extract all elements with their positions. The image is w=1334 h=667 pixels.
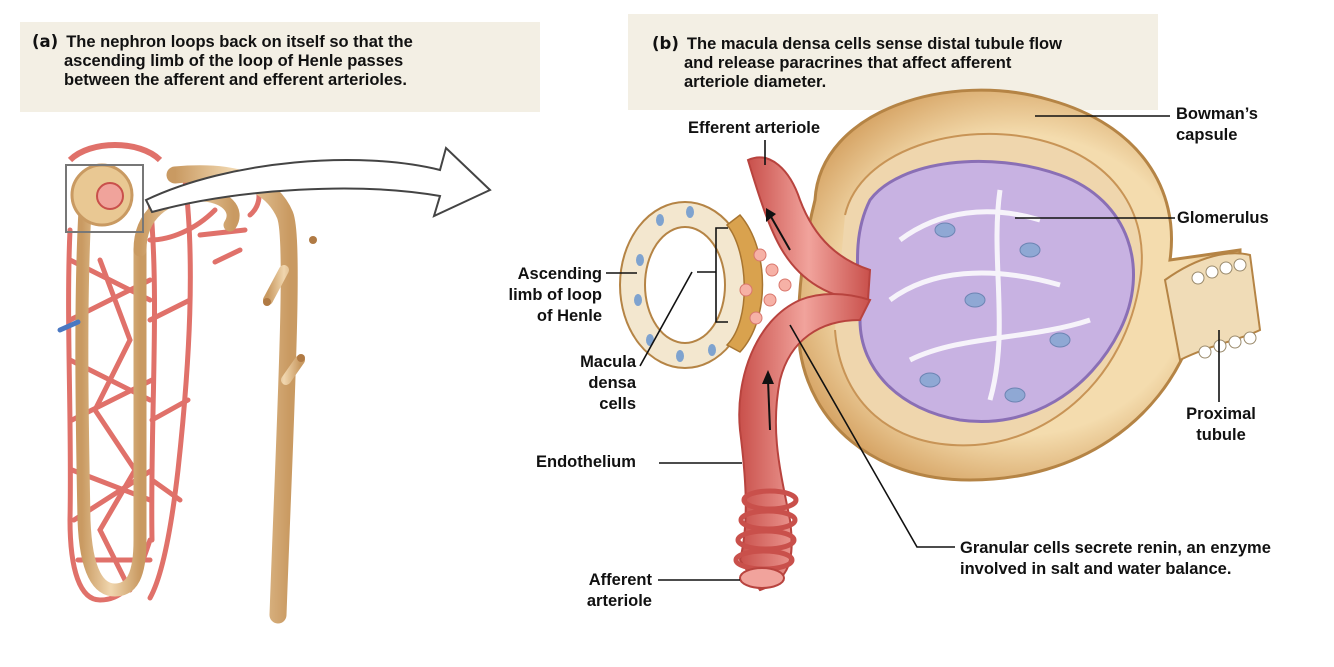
label-ascending-limb: Ascending limb of loop of Henle — [482, 264, 602, 327]
efferent-arteriole — [746, 156, 872, 302]
label-line: arteriole — [586, 592, 652, 610]
label-line: Macula — [580, 353, 636, 371]
caption-box-a — [20, 22, 540, 112]
label-line: Afferent — [588, 571, 652, 589]
label-line: Proximal — [1186, 405, 1256, 423]
granular-cells — [739, 248, 792, 325]
panel-b-tag: (b) — [652, 34, 679, 53]
caption-b: (b) The macula densa cells sense distal t… — [652, 34, 1062, 92]
ascending-bracket — [715, 227, 728, 323]
afferent-arteriole — [738, 293, 872, 592]
label-line: limb of loop — [508, 286, 602, 304]
caption-a-line: The nephron loops back on itself so that… — [66, 33, 413, 51]
label-line: Endothelium — [536, 453, 636, 471]
label-line: involved in salt and water balance. — [960, 560, 1232, 578]
label-line: cells — [599, 395, 636, 413]
caption-a-line: between the afferent and efferent arteri… — [64, 71, 407, 89]
label-line: tubule — [1196, 426, 1246, 444]
collecting-duct — [166, 165, 298, 624]
label-proximal-tubule: Proximal tubule — [1178, 404, 1264, 446]
label-line: Bowman’s — [1176, 105, 1258, 123]
caption-box-b — [628, 14, 1158, 110]
proximal-tubule — [1163, 252, 1262, 362]
peritubular-capillaries — [66, 176, 262, 603]
label-line: Granular cells secrete renin, an enzyme — [960, 539, 1271, 557]
zoom-box — [65, 164, 144, 233]
loop-of-henle — [75, 203, 147, 597]
ascending-limb-ring — [619, 201, 764, 369]
label-line: densa — [588, 374, 636, 392]
label-granular-cells: Granular cells secrete renin, an enzyme … — [960, 538, 1271, 580]
caption-a: (a) The nephron loops back on itself so t… — [32, 32, 413, 90]
label-bowmans-capsule: Bowman’s capsule — [1176, 104, 1258, 146]
panel-a-tag: (a) — [32, 32, 59, 51]
label-line: Ascending — [517, 265, 602, 283]
caption-b-line: and release paracrines that affect affer… — [684, 54, 1012, 72]
label-line: Glomerulus — [1177, 209, 1269, 227]
label-efferent-arteriole: Efferent arteriole — [688, 118, 820, 139]
label-line: Efferent arteriole — [688, 119, 821, 137]
leader-lines — [606, 115, 1220, 581]
label-line: capsule — [1176, 126, 1238, 144]
label-glomerulus: Glomerulus — [1177, 208, 1269, 229]
caption-b-line: The macula densa cells sense distal tubu… — [686, 35, 1062, 53]
leader-granular — [789, 324, 955, 548]
label-afferent-arteriole: Afferent arteriole — [560, 570, 652, 612]
label-endothelium: Endothelium — [536, 452, 636, 473]
caption-b-line: arteriole diameter. — [684, 73, 827, 91]
caption-a-line: ascending limb of the loop of Henle pass… — [64, 52, 404, 70]
zoom-arrow — [144, 146, 492, 218]
nephron-illustration — [57, 142, 492, 624]
label-line: of Henle — [536, 307, 602, 325]
leader-macula — [639, 271, 693, 367]
label-macula-densa: Macula densa cells — [556, 352, 636, 415]
glomerulus — [856, 159, 1135, 423]
